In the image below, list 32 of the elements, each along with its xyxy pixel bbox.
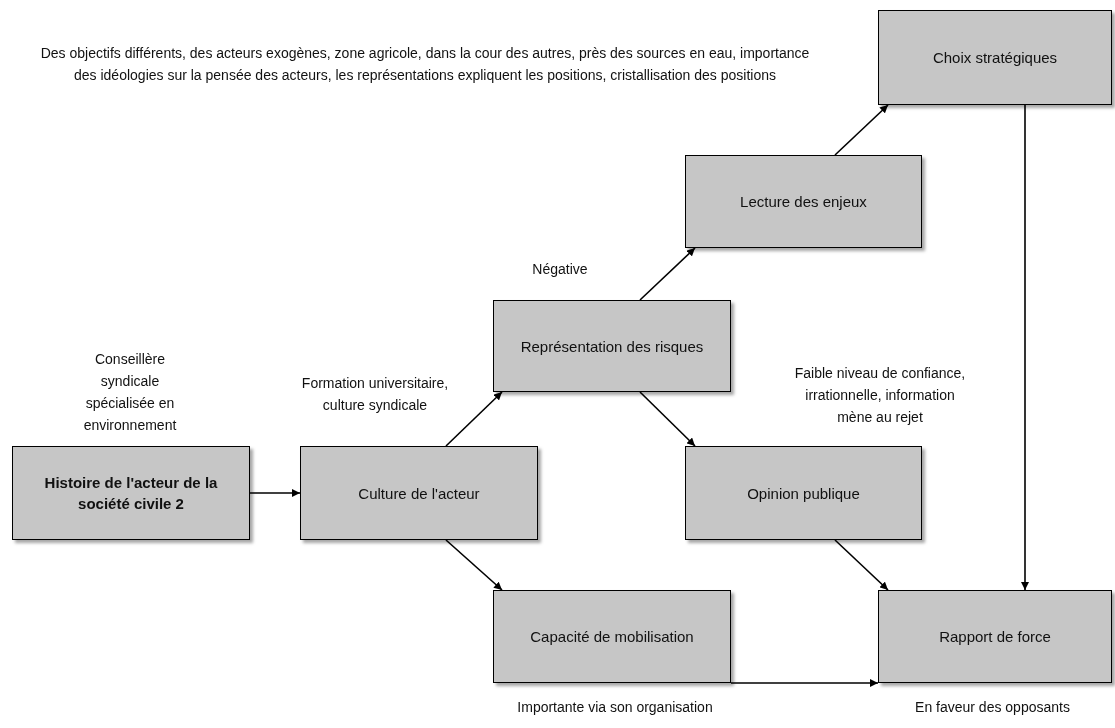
annotation-text: Des objectifs différents, des acteurs exogènes, zone agricole, dans la cour des autres, près des sources en eau, importance des idéologies sur la pensée des acteurs, les représentations expliquent les positions, cristallisation des positions [40, 44, 810, 85]
arrow [249, 489, 301, 497]
process-box [300, 446, 538, 540]
annotation-text: En faveur des opposants [915, 698, 1070, 717]
annotation-text: Conseillère syndicale spécialisée en environnement [82, 350, 178, 435]
box-label: Culture de l'acteur [358, 483, 480, 504]
process-box [493, 300, 731, 392]
arrow [639, 247, 696, 301]
process-box [878, 590, 1112, 683]
process-box [493, 590, 731, 683]
annotation-text: Faible niveau de confiance, irrationnelle, information mène au rejet [793, 364, 967, 427]
arrow [1021, 104, 1029, 591]
process-box [685, 446, 922, 540]
annotation-text: Négative [532, 260, 588, 279]
arrow [445, 391, 503, 447]
arrow [445, 539, 503, 591]
process-box [12, 446, 250, 540]
box-label: Représentation des risques [520, 336, 704, 357]
box-label: Choix stratégiques [932, 48, 1058, 68]
box-label: Histoire de l'acteur de la société civile 2 [43, 473, 219, 514]
annotation-text: Importante via son organisation [517, 698, 713, 717]
box-label: Rapport de force [939, 627, 1051, 647]
arrow [834, 104, 889, 156]
box-label: Lecture des enjeux [740, 192, 867, 212]
process-box [878, 10, 1112, 105]
arrow [834, 539, 889, 591]
annotation-text: Formation universitaire, culture syndicale [300, 374, 450, 415]
box-label: Capacité de mobilisation [530, 627, 694, 647]
arrow [639, 391, 696, 447]
process-box [685, 155, 922, 248]
box-label: Opinion publique [747, 483, 860, 504]
arrow [730, 679, 879, 687]
